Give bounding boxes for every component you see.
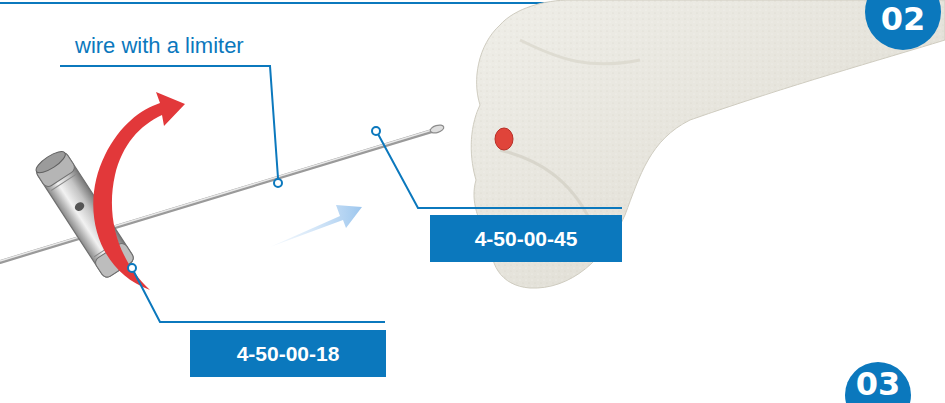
femur-bone	[471, 0, 945, 288]
leader-dot	[128, 127, 380, 272]
part-number-box: 4-50-00-18	[190, 330, 386, 377]
leader-line	[60, 66, 622, 322]
part-number: 4-50-00-45	[475, 228, 578, 249]
direction-arrow	[270, 205, 362, 247]
part-number: 4-50-00-18	[237, 343, 340, 364]
step-number: 02	[865, 0, 941, 50]
entry-point	[495, 128, 513, 150]
step-number: 03	[845, 362, 911, 403]
part-number-box: 4-50-00-45	[430, 215, 622, 262]
part-label: wire with a limiter	[75, 35, 244, 57]
step-number-text: 02	[881, 3, 926, 35]
rotation-arrow	[93, 92, 185, 290]
step-number-text: 03	[856, 368, 901, 400]
